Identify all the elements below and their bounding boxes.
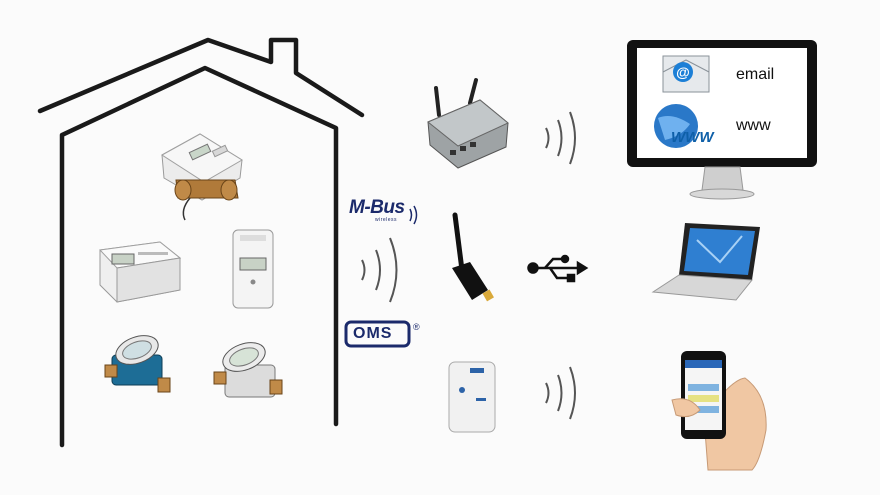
hca-meter	[232, 229, 274, 309]
usb-symbol	[527, 254, 589, 283]
usb-stick	[452, 212, 494, 302]
email-icon: @	[662, 55, 710, 93]
water-meter	[213, 342, 283, 398]
house-outline	[37, 37, 365, 448]
wireless-signal-icon	[361, 237, 398, 303]
mbus-logo-arcs	[409, 205, 418, 225]
svg-text:@: @	[676, 64, 690, 80]
heat-meter	[161, 133, 243, 221]
oms-logo-box: ®	[344, 320, 420, 348]
oms-logo-text: OMS	[353, 325, 393, 342]
wireless-signal-icon	[545, 111, 576, 165]
oms-registered-mark: ®	[413, 322, 420, 332]
gateway-router	[427, 78, 509, 169]
laptop	[651, 223, 760, 301]
mbus-logo-text: M-Bus	[349, 197, 405, 218]
mbus-logo-subtitle: wireless	[375, 217, 398, 223]
www-label: www	[736, 117, 771, 134]
email-label: email	[736, 66, 775, 83]
smartphone	[671, 351, 767, 471]
www-badge-label: WWW	[671, 129, 714, 146]
wall-receiver	[448, 361, 496, 433]
water-meter	[104, 335, 171, 393]
wireless-signal-icon	[545, 366, 576, 420]
www-globe-icon	[654, 104, 698, 148]
electronic-meter	[98, 241, 182, 303]
